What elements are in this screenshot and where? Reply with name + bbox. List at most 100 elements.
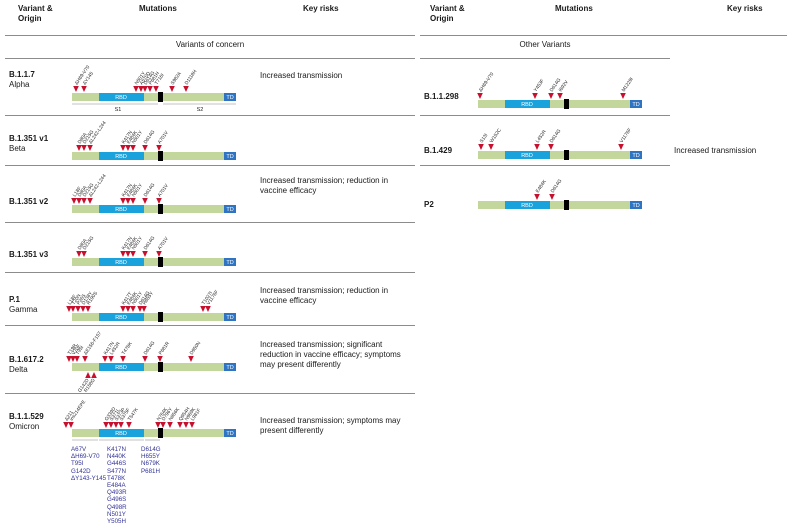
variant-name: B.1.1.7 (9, 70, 35, 79)
mutation-marker (80, 306, 86, 312)
rbd-label: RBD (521, 153, 533, 159)
mutation-marker (156, 145, 162, 151)
mutation-label: T478K (121, 340, 134, 356)
td-domain (224, 363, 236, 371)
rbd-domain (505, 100, 550, 108)
mutation-marker (81, 145, 87, 151)
cleavage-site (158, 257, 163, 267)
td-domain (630, 100, 642, 108)
variant-label-b11298: B.1.1.298 (424, 92, 459, 102)
td-label: TD (226, 315, 233, 321)
td-domain (224, 429, 236, 437)
header-variant: Variant & Origin (18, 4, 78, 24)
mutation-label: T20N (71, 293, 83, 306)
mutation-marker (189, 422, 195, 428)
protein-bar (72, 205, 236, 213)
mutation-label: P26S (76, 293, 88, 306)
omicron-mutation-item: A67V (71, 446, 87, 453)
mutation-label: L18F (72, 186, 83, 198)
risk-text-b16172: Increased transmission; significant redu… (260, 340, 401, 369)
mutation-marker (557, 93, 563, 99)
row-divider-right (420, 115, 670, 116)
mutation-marker (183, 86, 189, 92)
mutation-label: D950N (189, 340, 203, 356)
mutation-marker (81, 251, 87, 257)
header-mutations: Mutations (139, 4, 177, 13)
mutation-marker (125, 251, 131, 257)
td-label: TD (226, 154, 233, 160)
mutation-marker (200, 306, 206, 312)
mutation-marker (63, 422, 69, 428)
mutation-marker-below (85, 372, 91, 378)
rbd-label: RBD (115, 154, 127, 160)
risk-text-b1351v2: Increased transmission; reduction in vac… (260, 176, 389, 195)
mutation-label: L452R (535, 129, 548, 144)
mutation-marker (130, 306, 136, 312)
rbd-domain (505, 151, 550, 159)
mutation-marker (183, 422, 189, 428)
rbd-label: RBD (115, 315, 127, 321)
variant-alias: Alpha (9, 80, 30, 89)
mutation-marker (138, 86, 144, 92)
mutation-marker (141, 306, 147, 312)
mutation-label: A701V (157, 182, 171, 198)
rbd-label: RBD (115, 95, 127, 101)
header-origin-right-line2: Origin (430, 14, 454, 23)
omicron-mutation-item: ΔH69-V70 (71, 453, 100, 461)
mutation-marker (142, 198, 148, 204)
mutation-marker (160, 422, 166, 428)
cleavage-site (564, 200, 569, 210)
mutation-marker (534, 144, 540, 150)
mutation-marker (142, 86, 148, 92)
rbd-domain (99, 93, 144, 101)
rbd-label: RBD (115, 431, 127, 437)
variant-label-b1351v3: B.1.351 v3 (9, 250, 48, 260)
protein-bar (478, 151, 642, 159)
mutation-label: A701V (157, 235, 171, 251)
mutation-marker (488, 144, 494, 150)
mutation-marker (76, 198, 82, 204)
td-label: TD (632, 203, 639, 209)
omicron-mutation-item: Y505H (107, 518, 126, 526)
td-domain (224, 313, 236, 321)
td-label: TD (632, 153, 639, 159)
mutation-marker (548, 144, 554, 150)
td-domain (224, 205, 236, 213)
mutation-marker (75, 306, 81, 312)
header-mutations-right: Mutations (555, 4, 593, 13)
td-label: TD (632, 102, 639, 108)
variant-name: B.1.351 v2 (9, 197, 49, 206)
rbd-domain (99, 258, 144, 266)
mutation-label: D614G (143, 235, 157, 251)
mutation-marker (130, 145, 136, 151)
mutation-marker (71, 198, 77, 204)
header-variant-right-line1: Variant & (430, 4, 465, 13)
cleavage-site (564, 150, 569, 160)
protein-bar (72, 93, 236, 101)
mutation-label: W152C (489, 127, 503, 144)
mutation-marker (103, 422, 109, 428)
s2-label: S2 (197, 107, 204, 113)
variant-label-b117: B.1.1.7 Alpha (9, 70, 35, 90)
omicron-mutation-item: N440K (107, 453, 126, 461)
td-label: TD (226, 207, 233, 213)
mutation-marker (120, 306, 126, 312)
row-divider-right (420, 165, 670, 166)
td-label: TD (226, 260, 233, 266)
mutation-marker (120, 356, 126, 362)
risk-text-b117: Increased transmission (260, 71, 343, 80)
mutation-marker (82, 356, 88, 362)
mutation-marker (102, 356, 108, 362)
mutation-marker (618, 144, 624, 150)
mutation-marker (142, 356, 148, 362)
mutation-marker (549, 194, 555, 200)
mutation-label: D614G (143, 340, 157, 356)
omicron-mutation-item: P681H (141, 467, 160, 475)
omicron-mutation-item: G142D (71, 467, 91, 475)
mutation-label: Y453F (533, 78, 546, 93)
td-domain (630, 151, 642, 159)
protein-bar (72, 429, 236, 437)
